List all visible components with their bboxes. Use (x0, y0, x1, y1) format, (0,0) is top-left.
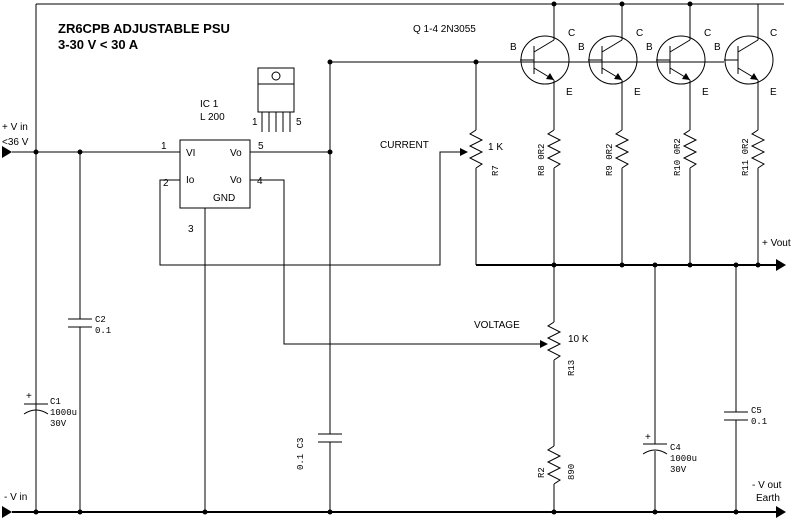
title-line1: ZR6CPB ADJUSTABLE PSU (58, 21, 230, 36)
c2-value: 0.1 (95, 326, 111, 336)
r11-label: R11 0R2 (741, 138, 751, 176)
r13-value: 10 K (568, 334, 589, 345)
q2-pin-e: E (634, 87, 641, 98)
vout-neg-arrow (776, 506, 786, 518)
c1-name: C1 (50, 397, 61, 407)
q4-pin-c: C (770, 28, 777, 39)
c1-capacitor: + (23, 391, 49, 415)
ic-pinnum-2: 2 (163, 178, 169, 189)
ic-pinnum-3: 3 (188, 224, 194, 235)
r2-value: 890 (567, 464, 577, 480)
c3-label: 0.1 C3 (296, 438, 306, 470)
r13-name: R13 (567, 360, 577, 376)
q3-pin-b: B (646, 42, 653, 53)
r8-label: R8 0R2 (537, 144, 547, 176)
r2-resistor (546, 445, 562, 512)
ic-pinnum-1: 1 (161, 141, 167, 152)
c2-name: C2 (95, 315, 106, 325)
ic-name: IC 1 (200, 99, 219, 110)
ic1-l200 (179, 139, 251, 209)
r9-resistor (614, 129, 630, 265)
r13-potentiometer (546, 265, 562, 446)
c4-name: C4 (670, 443, 681, 453)
q2-pin-b: B (578, 42, 585, 53)
c2-capacitor (68, 152, 92, 512)
title-line2: 3-30 V < 30 A (58, 37, 139, 52)
vout-neg-label: - V out (752, 480, 782, 491)
ic-pin-io: Io (186, 175, 195, 186)
r7-name: R7 (491, 165, 501, 176)
r7-resistor (468, 62, 484, 265)
vin-neg-label: - V in (4, 492, 27, 503)
pkg-pin1-label: 1 (252, 117, 258, 128)
c4-value: 1000u (670, 454, 697, 464)
q4-pin-e: E (770, 87, 777, 98)
c1-volt: 30V (50, 419, 67, 429)
c5-value: 0.1 (751, 417, 767, 427)
ic-pin-vo: Vo (230, 148, 242, 159)
c3-capacitor (318, 433, 342, 512)
r8-resistor (546, 129, 562, 265)
r10-label: R10 0R2 (673, 138, 683, 176)
r2-name: R2 (537, 467, 547, 478)
vin-neg-arrow (2, 506, 12, 518)
r9-label: R9 0R2 (605, 144, 615, 176)
r11-resistor (750, 129, 766, 265)
ic-pin-vi: VI (186, 148, 195, 159)
ic-pin-gnd: GND (213, 193, 235, 204)
c4-volt: 30V (670, 465, 687, 475)
vout-pos-arrow (776, 259, 786, 271)
top-rail (35, 3, 784, 512)
q1-pin-e: E (566, 87, 573, 98)
c4-capacitor: + (642, 265, 668, 512)
pkg-pin5-label: 5 (296, 117, 302, 128)
vin-pos-arrow (2, 146, 12, 158)
vout-pos-label: + Vout (762, 238, 791, 249)
transistor-q2 (588, 4, 638, 130)
ic-pin-vo2: Vo (230, 175, 242, 186)
vin-max-label: <36 V (2, 137, 29, 148)
earth-label: Earth (756, 493, 780, 504)
q1-pin-b: B (510, 42, 517, 53)
q2-pin-c: C (636, 28, 643, 39)
c5-name: C5 (751, 406, 762, 416)
ic-package-icon (257, 67, 295, 132)
q4-pin-b: B (714, 42, 721, 53)
transistor-q3 (656, 4, 706, 130)
q3-pin-c: C (704, 28, 711, 39)
voltage-label: VOLTAGE (474, 320, 520, 331)
transistor-q1 (520, 4, 570, 130)
c1-value: 1000u (50, 408, 77, 418)
current-label: CURRENT (380, 140, 429, 151)
transistor-q4 (724, 4, 774, 130)
svg-text:+: + (26, 391, 32, 402)
q1-pin-c: C (568, 28, 575, 39)
ic-pinnum-5: 5 (258, 141, 264, 152)
r10-resistor (682, 129, 698, 265)
r7-value: 1 K (488, 142, 503, 153)
c5-capacitor (724, 265, 748, 512)
q3-pin-e: E (702, 87, 709, 98)
ic-pinnum-4: 4 (257, 176, 263, 187)
transistors-label: Q 1-4 2N3055 (413, 24, 476, 35)
ic-part: L 200 (200, 112, 225, 123)
svg-text:+: + (645, 432, 651, 443)
vin-pos-label: + V in (2, 122, 28, 133)
